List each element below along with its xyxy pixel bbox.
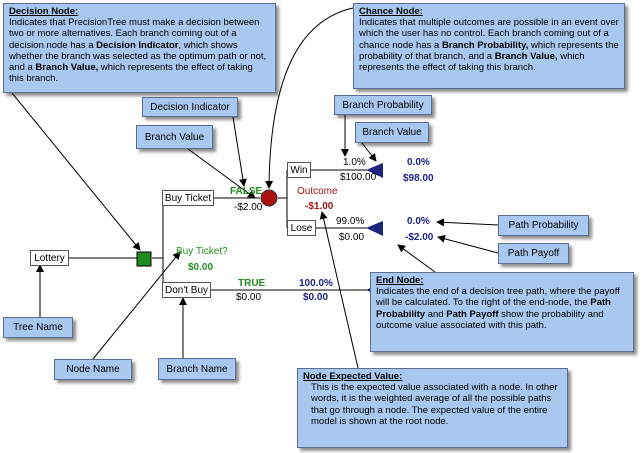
tag-branch-value-right: Branch Value <box>355 122 429 143</box>
end-node-callout: End Node:Indicates the end of a decision… <box>370 272 634 352</box>
tag-decision-indicator: Decision Indicator <box>142 97 238 117</box>
chance-node-icon <box>260 189 278 207</box>
node-expected-value-callout: Node Expected Value:This is the expected… <box>297 368 568 448</box>
callout-title: Chance Node: <box>359 6 423 17</box>
branch-probability-lose: 99.0% <box>336 216 365 227</box>
branch-name-dont-buy: Don't Buy <box>162 282 211 298</box>
root-node-name: Lottery <box>30 250 69 266</box>
path-payoff-lose: -$2.00 <box>405 232 434 243</box>
tag-branch-value-left: Branch Value <box>136 125 213 149</box>
branch-value-dont-buy: $0.00 <box>236 292 262 303</box>
branch-value-buy: -$2.00 <box>234 202 263 213</box>
decision-node-name: Buy Ticket? <box>176 246 228 257</box>
tag-path-probability: Path Probability <box>498 215 589 236</box>
decision-node-icon <box>136 251 152 267</box>
path-probability-dont-buy: 100.0% <box>299 278 333 289</box>
end-node-lose-icon <box>366 221 383 236</box>
chance-node-name: Outcome <box>297 186 338 197</box>
branch-value-win: $100.00 <box>340 172 377 183</box>
decision-node-value: $0.00 <box>188 262 214 273</box>
chance-node-callout: Chance Node:Indicates that multiple outc… <box>353 3 625 89</box>
path-payoff-dont-buy: $0.00 <box>303 292 329 303</box>
callout-title: Node Expected Value: <box>303 371 403 382</box>
chance-node-value: -$1.00 <box>305 201 334 212</box>
tag-branch-probability: Branch Probability <box>334 95 432 115</box>
annotation-arrows <box>11 7 499 369</box>
decision-indicator-dont-buy: TRUE <box>238 278 266 289</box>
path-payoff-win: $98.00 <box>403 173 434 184</box>
end-node-win-icon <box>366 163 383 178</box>
path-probability-win: 0.0% <box>407 157 430 168</box>
branch-probability-win: 1.0% <box>343 157 366 168</box>
branch-value-lose: $0.00 <box>339 232 365 243</box>
tag-node-name: Node Name <box>54 359 132 380</box>
callout-title: Decision Node: <box>9 6 79 17</box>
decision-indicator-buy: FALSE <box>230 186 263 197</box>
branch-name-win: Win <box>287 162 311 178</box>
branch-name-lose: Lose <box>287 220 316 236</box>
tag-path-payoff: Path Payoff <box>498 243 569 264</box>
tag-tree-name: Tree Name <box>3 317 73 338</box>
branch-name-buy-ticket: Buy Ticket <box>162 190 214 206</box>
path-probability-lose: 0.0% <box>407 216 430 227</box>
callout-title: End Node: <box>376 275 424 286</box>
decision-node-callout: Decision Node:Indicates that PrecisionTr… <box>3 3 276 93</box>
tag-branch-name: Branch Name <box>158 358 236 380</box>
